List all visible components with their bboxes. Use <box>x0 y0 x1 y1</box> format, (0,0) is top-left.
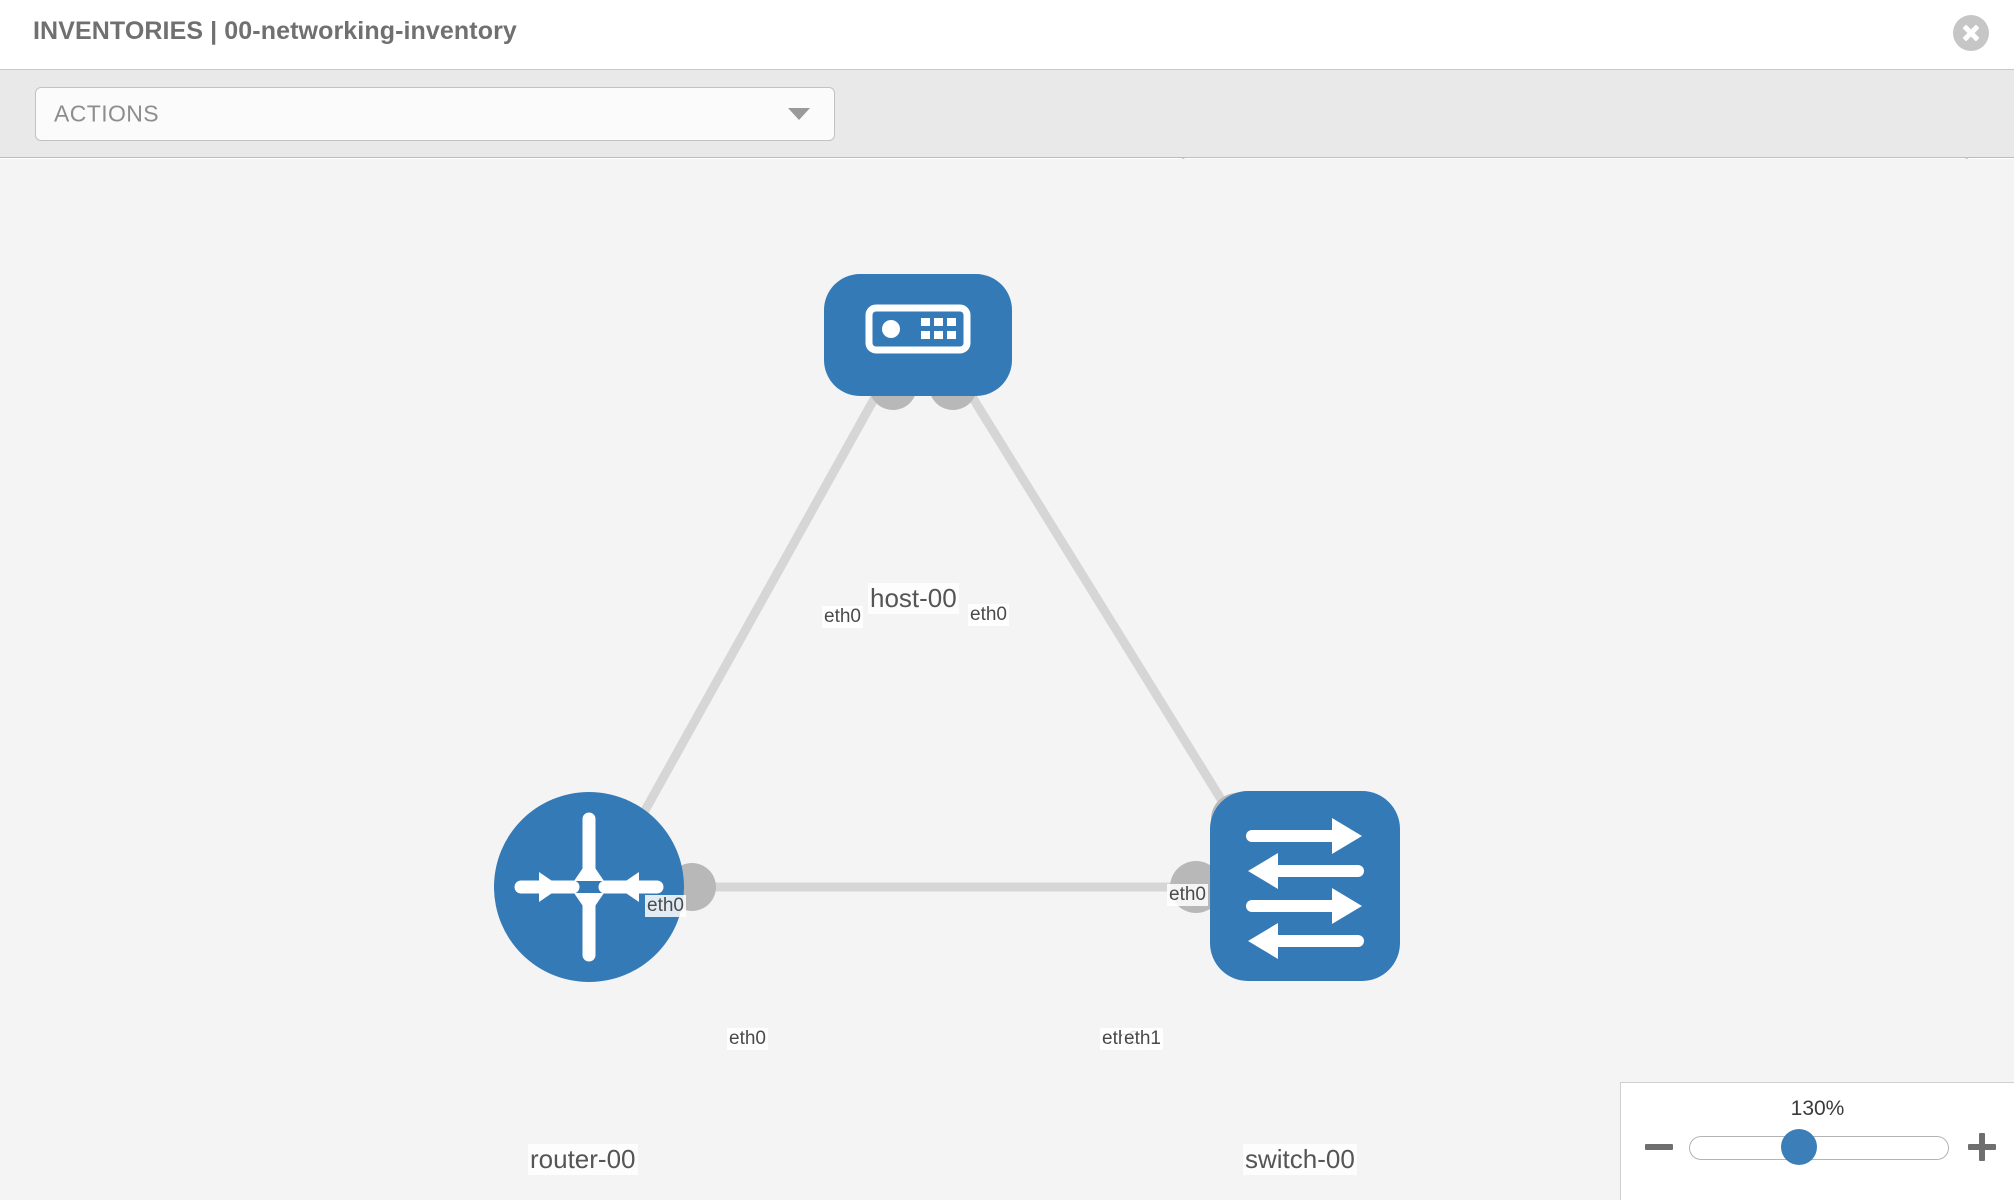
chevron-down-icon <box>788 108 810 120</box>
node-switch-00[interactable] <box>1210 791 1400 981</box>
node-router-00[interactable] <box>494 792 684 982</box>
zoom-slider-thumb[interactable] <box>1781 1129 1817 1165</box>
zoom-slider-track[interactable] <box>1689 1136 1949 1160</box>
iface-label-host00-left: eth0 <box>822 606 863 628</box>
zoom-percent-label: 130% <box>1790 1097 1845 1120</box>
close-icon[interactable] <box>1953 15 1989 51</box>
topology-graph <box>494 274 1400 982</box>
iface-label-switch00-uplink: eth0 <box>1167 884 1208 906</box>
node-label-host-00: host-00 <box>868 583 959 614</box>
topology-links <box>614 371 1262 892</box>
node-label-router-00: router-00 <box>528 1144 638 1175</box>
link-host00-router00[interactable] <box>614 371 892 862</box>
iface-label-switch00-eth1: eth1 <box>1122 1028 1163 1050</box>
node-host-00[interactable] <box>824 274 1012 396</box>
page-header: INVENTORIES | 00-networking-inventory <box>0 0 2014 70</box>
topology-canvas[interactable]: host-00 router-00 switch-00 eth0 eth0 et… <box>0 159 2014 1200</box>
node-label-switch-00: switch-00 <box>1243 1144 1357 1175</box>
iface-label-host00-right: eth0 <box>968 604 1009 626</box>
toolbar: ACTIONS SEARCH <box>0 70 2014 211</box>
plus-icon-vertical <box>1979 1133 1985 1161</box>
iface-label-router00-eth0: eth0 <box>727 1028 768 1050</box>
minus-icon <box>1645 1144 1673 1150</box>
zoom-control-panel: 130% <box>1620 1082 2014 1200</box>
actions-dropdown[interactable]: ACTIONS <box>35 87 835 141</box>
zoom-in-button[interactable] <box>1966 1131 1998 1163</box>
actions-dropdown-label: ACTIONS <box>54 100 160 127</box>
topology-connectors <box>668 362 1263 913</box>
iface-label-router00-uplink: eth0 <box>645 895 686 917</box>
zoom-out-button[interactable] <box>1643 1131 1675 1163</box>
link-host00-switch00[interactable] <box>954 371 1262 862</box>
page-title: INVENTORIES | 00-networking-inventory <box>33 17 517 45</box>
